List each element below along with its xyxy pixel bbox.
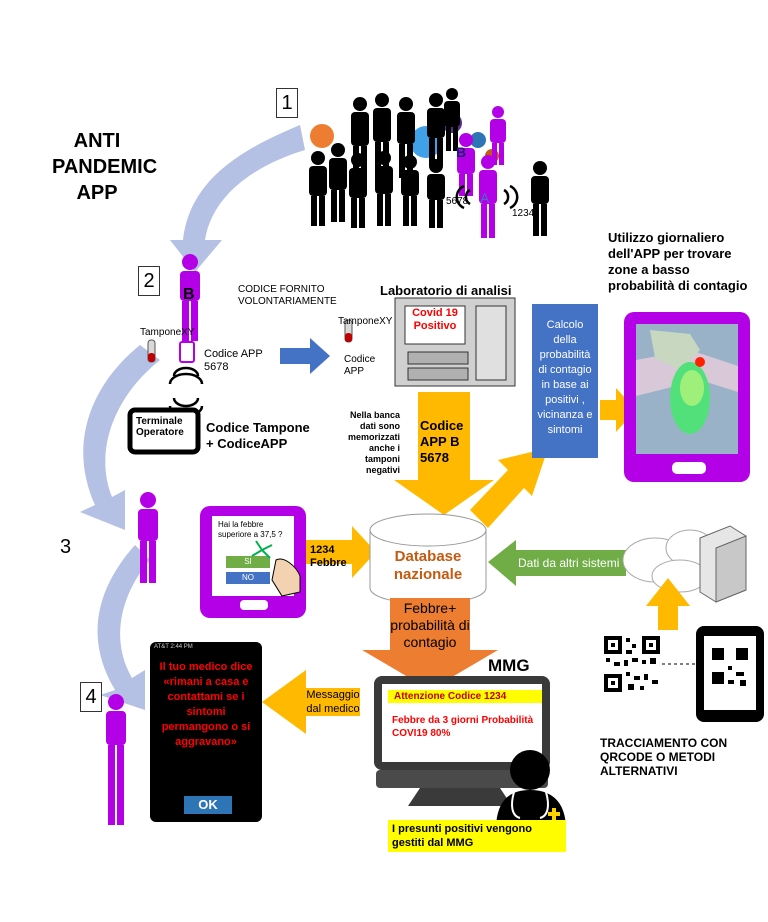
lab-tampone-label: TamponeXY — [338, 316, 393, 327]
daily-usage-text: Utilizzo giornaliero dell'APP per trovar… — [608, 230, 748, 293]
lab-note: Nella banca dati sono memorizzati anche … — [347, 410, 400, 475]
crowd-silhouettes — [309, 88, 549, 236]
codice-tampone-label: Codice Tampone + CodiceAPP — [206, 420, 310, 451]
tracking-label: TRACCIAMENTO CON QRCODE O METODI ALTERNA… — [600, 736, 728, 778]
orange-arrow-db-to-mmg — [362, 598, 498, 690]
green-arrow-external-to-db — [488, 540, 626, 586]
calc-box — [532, 304, 598, 458]
step-number-4: 4 — [80, 682, 102, 712]
step-number-3: 3 — [60, 536, 72, 558]
step-number-2: 2 — [138, 266, 160, 296]
person-a-letter: A — [480, 190, 490, 206]
yellow-arrow-db-to-calc — [470, 448, 548, 528]
question-text: Hai la febbre superiore a 37,5 ? — [218, 520, 283, 539]
person-b-letter: B — [456, 144, 467, 160]
blue-arrow-to-lab — [280, 338, 330, 374]
external-data-label: Dati da altri sistemi — [518, 556, 620, 570]
phone-small-icon — [179, 341, 195, 363]
qr-phone — [696, 626, 764, 722]
terminal-tablet — [127, 407, 201, 455]
message-status-bar: AT&T 2:44 PM — [154, 644, 193, 650]
lab-codice-app-label: Codice APP — [344, 354, 376, 377]
person-pink — [490, 106, 506, 165]
ok-button[interactable]: OK — [184, 796, 232, 814]
question-phone — [200, 506, 306, 618]
lab-title: Laboratorio di analisi — [380, 283, 512, 298]
febbre-arrow-label: 1234 Febbre — [310, 544, 347, 569]
server-icon — [699, 525, 747, 603]
codice-app-b-label: Codice APP B 5678 — [420, 418, 464, 465]
person-b-crowd — [457, 133, 475, 196]
person-b-step2 — [180, 254, 200, 341]
code-1234-label: 1234 — [512, 208, 535, 219]
curved-arrow-2-to-3 — [80, 345, 160, 530]
map-phone — [624, 312, 750, 482]
mmg-details: Febbre da 3 giorni Probabilità COVI19 80… — [392, 715, 534, 739]
yellow-arrow-lab-to-db — [394, 392, 494, 515]
purple-persons — [106, 106, 506, 825]
qr-code-icon — [604, 636, 660, 692]
yellow-arrow-tracking-up — [646, 578, 690, 630]
person-a-crowd — [479, 155, 497, 238]
codice-app-label: Codice APP 5678 — [204, 348, 263, 373]
database-label: Database nazionale — [393, 548, 463, 583]
message-phone — [150, 642, 262, 822]
step2-tampone-label: TamponeXY — [140, 327, 195, 338]
febbre-probability-label: Febbre+ probabilità di contagio — [390, 600, 470, 650]
yes-button[interactable]: SI — [244, 557, 252, 566]
calc-text: Calcolo della probabilità di contagio in… — [537, 319, 593, 436]
yellow-arrow-mmg-to-message — [262, 670, 360, 734]
database-cylinder — [369, 513, 487, 605]
flow-arrows — [80, 125, 305, 710]
lab-analyzer — [394, 297, 516, 387]
message-text: Il tuo medico dice «rimani a casa e cont… — [159, 661, 253, 748]
terminal-label: Terminale Operatore — [136, 416, 184, 438]
lab-result: Covid 19 Positivo — [412, 307, 458, 332]
codice-fornito-label: CODICE FORNITO VOLONTARIAMENTE — [238, 284, 337, 307]
person-a-step4 — [106, 694, 126, 825]
test-tube-icons — [147, 319, 353, 363]
message-arrow-label: Messaggio dal medico — [306, 689, 360, 715]
curved-arrow-1-to-2 — [170, 125, 305, 272]
yellow-arrow-calc-to-map — [600, 388, 636, 432]
mmg-alert: Attenzione Codice 1234 — [388, 690, 542, 703]
yellow-arrow-phone-to-db — [306, 526, 376, 578]
step2-b-letter: B — [183, 286, 195, 303]
code-5678-label: 5678 — [446, 196, 469, 207]
no-button[interactable]: NO — [242, 573, 254, 582]
mmg-label: MMG — [488, 656, 530, 675]
curved-arrow-3-to-4 — [97, 545, 150, 710]
mmg-note: I presunti positivi vengono gestiti dal … — [388, 820, 566, 852]
app-title: ANTI PANDEMIC APP — [52, 130, 158, 204]
step-number-1: 1 — [276, 88, 298, 118]
person-a-step3 — [138, 492, 158, 583]
